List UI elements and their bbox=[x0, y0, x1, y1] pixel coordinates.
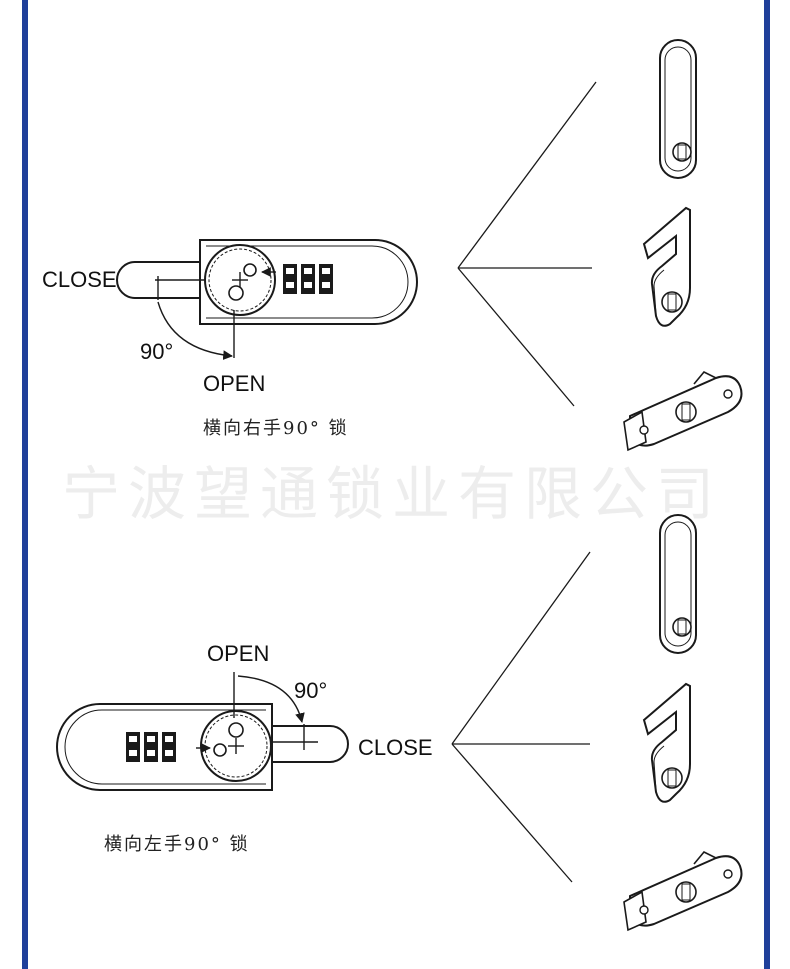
bottom-open-label: OPEN bbox=[207, 641, 270, 666]
bottom-lock bbox=[56, 672, 349, 791]
bottom-caption: 横向左手90° 锁 bbox=[104, 834, 250, 855]
frame-left-border bbox=[22, 0, 28, 969]
top-caption: 横向右手90° 锁 bbox=[203, 418, 349, 439]
bottom-fan-lines bbox=[451, 551, 591, 883]
top-lock bbox=[116, 239, 418, 360]
top-angle-label: 90° bbox=[140, 339, 174, 364]
frame-right-border bbox=[764, 0, 770, 969]
top-hook-cam bbox=[643, 207, 691, 327]
bottom-plate-cam bbox=[623, 851, 743, 931]
top-open-label: OPEN bbox=[203, 371, 266, 396]
bottom-straight-cam bbox=[659, 514, 697, 654]
watermark-text: 宁波望通锁业有限公司 bbox=[62, 460, 723, 528]
top-close-label: CLOSE bbox=[42, 267, 117, 292]
top-fan-lines bbox=[457, 81, 597, 407]
top-straight-cam bbox=[659, 39, 697, 179]
bottom-hook-cam bbox=[643, 683, 691, 803]
bottom-close-label: CLOSE bbox=[358, 735, 433, 760]
top-plate-cam bbox=[623, 371, 743, 451]
bottom-angle-label: 90° bbox=[294, 678, 328, 703]
